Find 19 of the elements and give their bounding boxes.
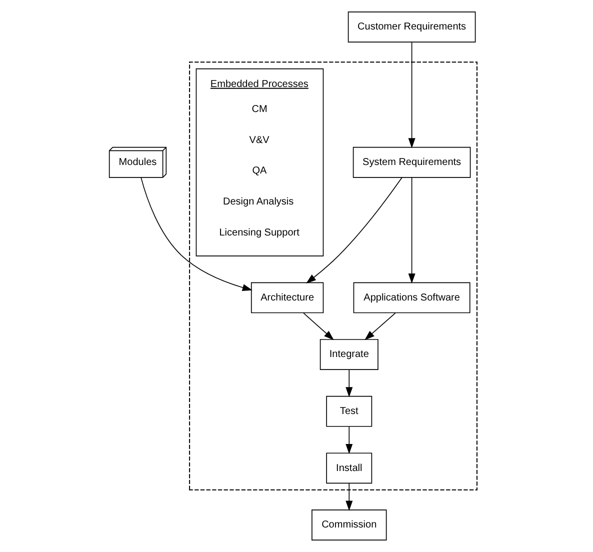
node-box: Applications Software — [353, 282, 470, 314]
arrow — [408, 42, 416, 148]
arrow — [346, 483, 353, 511]
arrow — [306, 177, 402, 284]
arrow — [346, 426, 353, 454]
arrow — [303, 312, 334, 340]
arrow — [140, 177, 252, 291]
node-box: Integrate — [320, 339, 378, 370]
node-box: Test — [326, 396, 372, 427]
arrow — [364, 312, 396, 340]
arrow — [408, 177, 416, 284]
cluster — [189, 62, 478, 490]
node-box: Commission — [312, 510, 387, 540]
node-box: Install — [326, 452, 372, 484]
node-box: Architecture — [250, 282, 324, 314]
node-box: Embedded Processes CM V&V QA Design Analysis Licensing Support — [196, 68, 324, 256]
arrow — [346, 369, 353, 398]
node-box: System Requirements — [352, 146, 471, 178]
node-box: Customer Requirements — [348, 12, 476, 42]
